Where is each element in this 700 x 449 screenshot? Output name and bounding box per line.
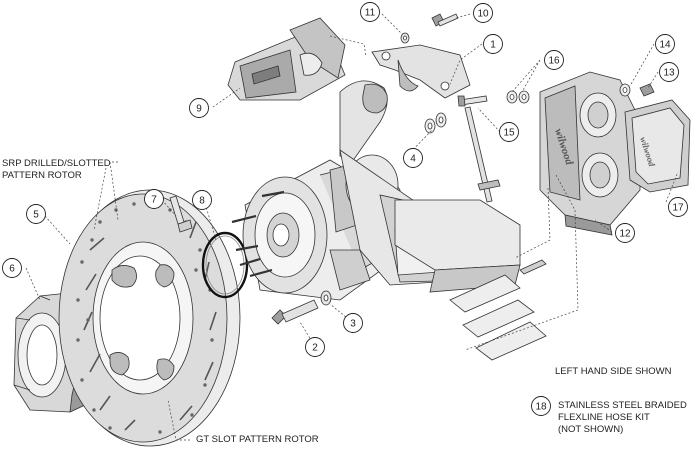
callout-number: 3 bbox=[350, 319, 356, 330]
washers-4 bbox=[424, 112, 447, 134]
callout-circle bbox=[483, 34, 503, 54]
washer-14 bbox=[619, 83, 631, 97]
long-bolts bbox=[464, 106, 501, 203]
callout-number: 11 bbox=[365, 8, 376, 19]
callout-c2: 2 bbox=[305, 337, 325, 357]
callout-circle bbox=[360, 2, 380, 22]
wilwood-caliper bbox=[539, 71, 641, 236]
caliper-bracket bbox=[371, 44, 471, 99]
callout-number: 8 bbox=[199, 196, 205, 207]
o-ring bbox=[201, 231, 249, 299]
callout-number: 12 bbox=[619, 229, 631, 240]
callout-c13: 13 bbox=[659, 62, 679, 82]
washers-16 bbox=[506, 90, 530, 104]
callout-number: 13 bbox=[663, 68, 675, 79]
callout-circle bbox=[668, 197, 688, 217]
callout-circle bbox=[473, 3, 493, 23]
callout-c7: 7 bbox=[144, 189, 164, 209]
callout-number: 17 bbox=[672, 203, 684, 214]
callout-number: 6 bbox=[9, 264, 15, 275]
callout-circle bbox=[659, 62, 679, 82]
callout-c9: 9 bbox=[189, 98, 209, 118]
callout-circle bbox=[531, 396, 551, 416]
callout-number: 14 bbox=[659, 40, 671, 51]
label-kit-line2: FLEXLINE HOSE KIT bbox=[558, 412, 650, 423]
callout-number: 18 bbox=[535, 402, 547, 413]
callout-c8: 8 bbox=[192, 190, 212, 210]
callout-circle bbox=[343, 313, 363, 333]
callout-number: 1 bbox=[490, 40, 496, 51]
callout-circle bbox=[403, 148, 423, 168]
callout-c3: 3 bbox=[343, 313, 363, 333]
callout-number: 2 bbox=[312, 343, 318, 354]
callout-circle bbox=[2, 258, 22, 278]
bolt-10 bbox=[431, 13, 459, 27]
callout-number: 5 bbox=[33, 210, 39, 221]
label-kit-line1: STAINLESS STEEL BRAIDED bbox=[558, 400, 687, 411]
bleeder-13 bbox=[639, 83, 655, 97]
callout-circle bbox=[544, 50, 564, 70]
callout-c17: 17 bbox=[668, 197, 688, 217]
callout-circle bbox=[305, 337, 325, 357]
callout-circle bbox=[144, 189, 164, 209]
callout-number: 4 bbox=[410, 154, 416, 165]
callout-circle bbox=[26, 204, 46, 224]
leader-lines bbox=[25, 13, 679, 441]
callout-number: 10 bbox=[477, 9, 489, 20]
bolt-2 bbox=[271, 299, 319, 325]
label-left-hand: LEFT HAND SIDE SHOWN bbox=[555, 366, 672, 377]
callout-circle bbox=[192, 190, 212, 210]
callout-c5: 5 bbox=[26, 204, 46, 224]
caliper-top bbox=[227, 17, 346, 101]
label-srp-line2: PATTERN ROTOR bbox=[2, 170, 82, 181]
label-gt-slot: GT SLOT PATTERN ROTOR bbox=[196, 434, 319, 445]
callout-number: 9 bbox=[196, 104, 202, 115]
callout-circle bbox=[615, 223, 635, 243]
callout-number: 16 bbox=[548, 56, 560, 67]
washer-11 bbox=[400, 32, 410, 44]
callout-c6: 6 bbox=[2, 258, 22, 278]
label-kit-line3: (NOT SHOWN) bbox=[558, 424, 624, 435]
callout-c10: 10 bbox=[473, 3, 493, 23]
callout-c18: 18 bbox=[531, 396, 551, 416]
callout-c14: 14 bbox=[655, 34, 675, 54]
callout-c4: 4 bbox=[403, 148, 423, 168]
callout-c1: 1 bbox=[483, 34, 503, 54]
washer-3 bbox=[320, 290, 332, 306]
callout-c11: 11 bbox=[360, 2, 380, 22]
callout-circle bbox=[499, 122, 519, 142]
callout-circle bbox=[189, 98, 209, 118]
label-srp-line1: SRP DRILLED/SLOTTED bbox=[2, 158, 111, 169]
callout-circle bbox=[655, 34, 675, 54]
callout-number: 7 bbox=[151, 195, 157, 206]
brake-rotor bbox=[58, 189, 241, 447]
bolt-15 bbox=[457, 95, 488, 107]
brake-pads bbox=[624, 99, 691, 193]
callout-c15: 15 bbox=[499, 122, 519, 142]
spacer-pieces bbox=[449, 259, 547, 361]
callout-c16: 16 bbox=[544, 50, 564, 70]
callout-c12: 12 bbox=[615, 223, 635, 243]
bolt-7 bbox=[169, 195, 193, 233]
callout-number: 15 bbox=[503, 128, 515, 139]
